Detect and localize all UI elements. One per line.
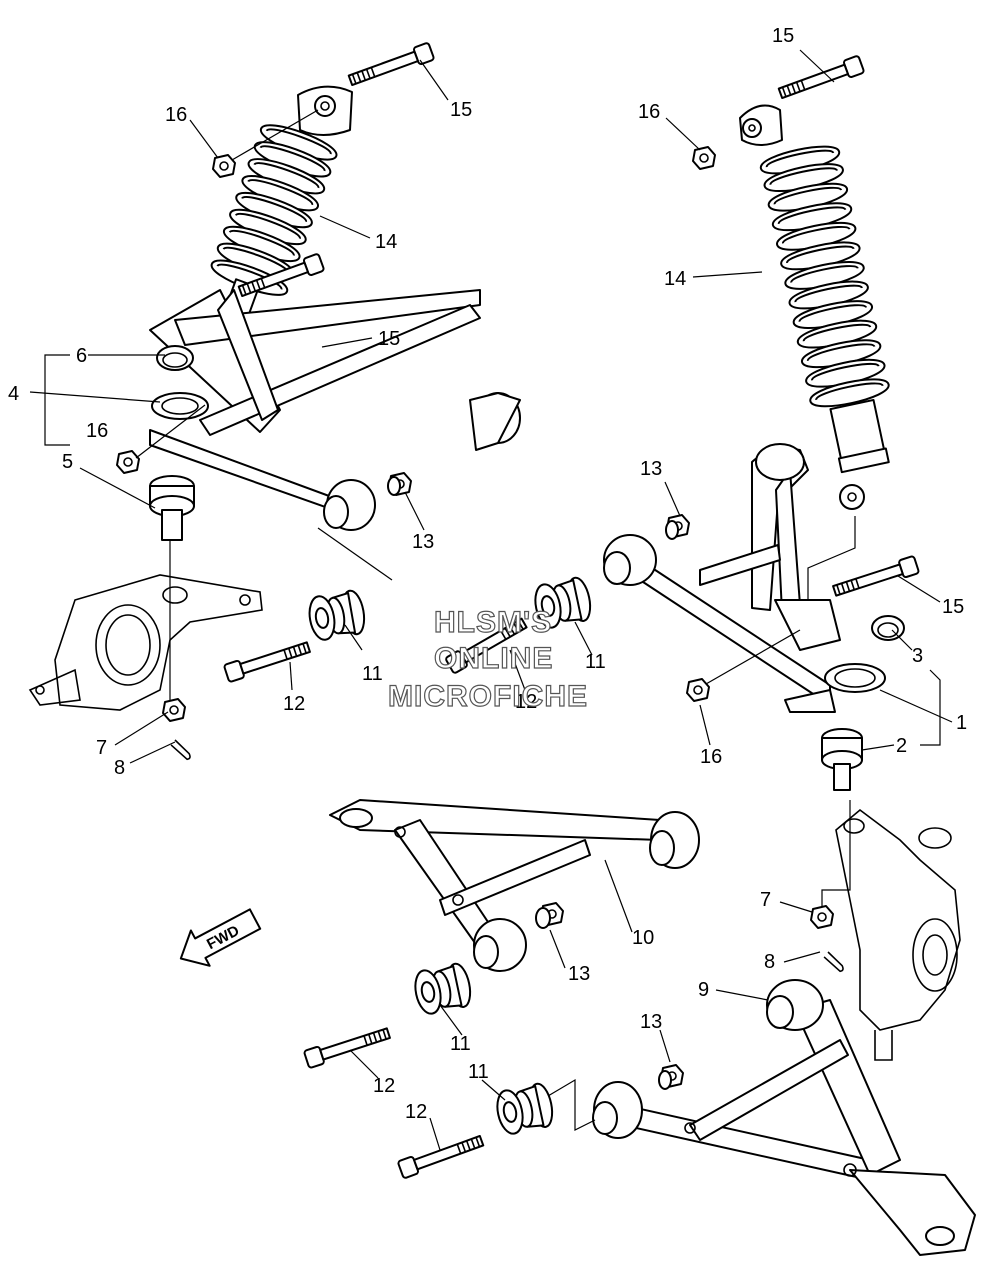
callout-14a: 14: [375, 231, 397, 253]
callout-12b: 12: [515, 691, 537, 713]
left-circlip: [156, 345, 194, 371]
right-shock-absorber: [739, 104, 892, 510]
lower-a-arm-9: [592, 979, 976, 1256]
callout-16a: 16: [165, 104, 187, 126]
callout-11a: 11: [362, 663, 383, 685]
callout-11c: 11: [450, 1033, 471, 1055]
callout-7a: 7: [96, 737, 107, 759]
right-steering-knuckle: [821, 800, 961, 1061]
left-ball-joint: [149, 475, 195, 541]
callout-11d: 11: [468, 1061, 489, 1083]
callout-16b: 16: [86, 420, 108, 442]
callout-16c: 16: [638, 101, 660, 123]
callout-1: 1: [956, 712, 967, 734]
callout-15d: 15: [942, 596, 964, 618]
callout-12d: 12: [405, 1101, 427, 1123]
callout-13c: 13: [568, 963, 590, 985]
right-upper-a-arm: [603, 443, 886, 713]
lower-a-arm-10: [329, 799, 700, 972]
callout-9: 9: [698, 979, 709, 1001]
callout-7b: 7: [760, 889, 771, 911]
watermark-line-3: MICROFICHE: [388, 680, 588, 713]
watermark-line-1: HLSM'S: [434, 606, 552, 639]
left-steering-knuckle: [28, 540, 263, 720]
callout-14b: 14: [664, 268, 686, 290]
watermark-line-2: ONLINE: [434, 642, 553, 675]
right-ball-joint: [821, 728, 863, 791]
callout-11b: 11: [585, 651, 606, 673]
callout-8a: 8: [114, 757, 125, 779]
watermark: HLSM'S ONLINE MICROFICHE: [387, 605, 588, 713]
callout-16d: 16: [700, 746, 722, 768]
callout-13b: 13: [640, 458, 662, 480]
callout-3: 3: [912, 645, 923, 667]
callout-15c: 15: [772, 25, 794, 47]
callout-12a: 12: [283, 693, 305, 715]
callout-8b: 8: [764, 951, 775, 973]
callout-2: 2: [896, 735, 907, 757]
left-upper-a-arm: [149, 289, 521, 531]
callout-12c: 12: [373, 1075, 395, 1097]
callout-13d: 13: [640, 1011, 662, 1033]
callout-15b: 15: [378, 328, 400, 350]
fwd-direction-arrow: FWD: [179, 908, 262, 967]
callout-6: 6: [76, 345, 87, 367]
callout-5: 5: [62, 451, 73, 473]
callout-10: 10: [632, 927, 654, 949]
callout-4: 4: [8, 383, 19, 405]
callout-15a: 15: [450, 99, 472, 121]
callout-13a: 13: [412, 531, 434, 553]
